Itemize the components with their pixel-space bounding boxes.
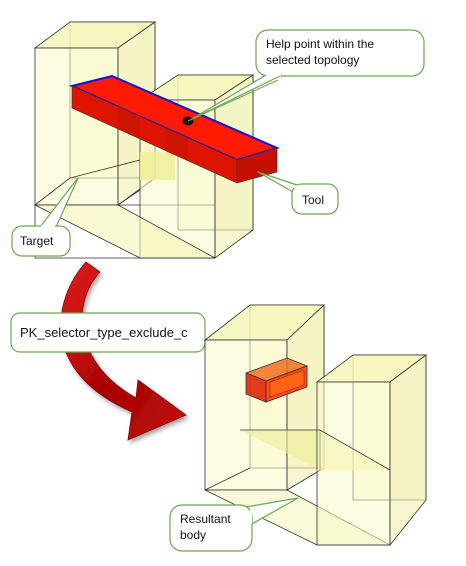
resultant-callout: Resultant body bbox=[169, 497, 299, 552]
resultant-label-line2: body bbox=[180, 528, 206, 542]
resultant-label-line1: Resultant bbox=[180, 512, 231, 526]
step-label: PK_selector_type_exclude_c bbox=[20, 325, 188, 340]
tool-callout: Tool bbox=[257, 171, 339, 215]
step-label-box: PK_selector_type_exclude_c bbox=[10, 312, 206, 353]
tool-label: Tool bbox=[302, 193, 324, 207]
exclusion-cavity bbox=[244, 357, 309, 403]
help-point-callout: Help point within the selected topology bbox=[187, 29, 425, 122]
resultant-body bbox=[203, 304, 428, 547]
help-point-label-line2: selected topology bbox=[266, 53, 359, 67]
tool-body bbox=[68, 74, 280, 184]
target-label: Target bbox=[20, 234, 54, 248]
help-point-label-line1: Help point within the bbox=[266, 37, 374, 51]
target-callout: Target bbox=[11, 177, 79, 257]
